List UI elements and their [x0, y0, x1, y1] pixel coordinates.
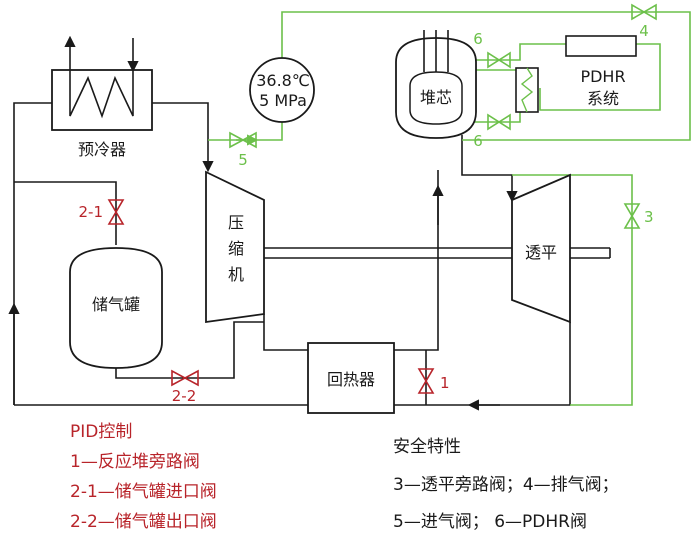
compressor-label-1: 压: [228, 213, 244, 232]
valve-6-top-label: 6: [473, 30, 483, 48]
pid-legend-item: 2-2—储气罐出口阀: [70, 512, 217, 532]
valve-1-icon: [417, 368, 435, 394]
pid-legend: PID控制 1—反应堆旁路阀 2-1—储气罐进口阀 2-2—储气罐出口阀: [70, 422, 217, 532]
valve-5-icon: [229, 131, 257, 149]
gauge-temperature: 36.8℃: [256, 71, 310, 90]
valve-2-1-icon: [107, 199, 125, 225]
storage-tank-label: 储气罐: [92, 295, 140, 314]
process-pipes: [8, 35, 571, 411]
valve-2-2-label: 2-2: [172, 387, 197, 405]
safety-legend-item: 5—进气阀； 6—PDHR阀: [393, 512, 587, 532]
turbine-label: 透平: [525, 243, 557, 262]
valve-5-label: 5: [238, 151, 248, 169]
pressure-gauge: [249, 57, 315, 123]
valve-3-icon: [623, 203, 641, 229]
valve-6-top-icon: [487, 51, 511, 69]
valve-6-bottom-label: 6: [473, 132, 483, 150]
recuperator-label: 回热器: [327, 370, 375, 389]
pid-legend-item: 1—反应堆旁路阀: [70, 452, 200, 472]
storage-tank-shape: [69, 247, 163, 369]
pdhr-exchanger: [515, 67, 539, 113]
turbine-shape: [511, 173, 571, 324]
valve-4-icon: [631, 3, 657, 21]
compressor-label-3: 机: [228, 265, 244, 284]
pid-legend-item: 2-1—储气罐进口阀: [70, 482, 217, 502]
pdhr-coil: [520, 67, 534, 113]
pdhr-label-1: PDHR: [580, 67, 625, 86]
valve-2-2-icon: [171, 369, 199, 387]
compressor-shape: [205, 170, 265, 324]
pdhr-box: [565, 35, 637, 57]
precooler-label: 预冷器: [78, 140, 126, 159]
reactor-label: 堆芯: [420, 88, 452, 107]
pid-legend-title: PID控制: [70, 422, 132, 442]
safety-legend: 安全特性 3—透平旁路阀；4—排气阀； 5—进气阀； 6—PDHR阀: [393, 437, 619, 532]
control-rods: [423, 30, 449, 72]
valve-4-label: 4: [639, 22, 649, 40]
valve-2-1-label: 2-1: [79, 203, 104, 221]
valve-3-label: 3: [644, 208, 654, 226]
safety-pipes: [208, 11, 691, 406]
compressor-label-2: 缩: [228, 239, 244, 258]
valve-6-bottom-icon: [487, 113, 511, 131]
safety-legend-item: 3—透平旁路阀；4—排气阀；: [393, 475, 619, 495]
valve-1-label: 1: [440, 374, 450, 392]
reactor-core: [409, 71, 463, 125]
gauge-pressure: 5 MPa: [259, 91, 307, 110]
pdhr-label-2: 系统: [587, 89, 619, 108]
precooler-box: [51, 69, 153, 131]
safety-legend-title: 安全特性: [393, 437, 461, 457]
recuperator-box: [307, 342, 395, 414]
